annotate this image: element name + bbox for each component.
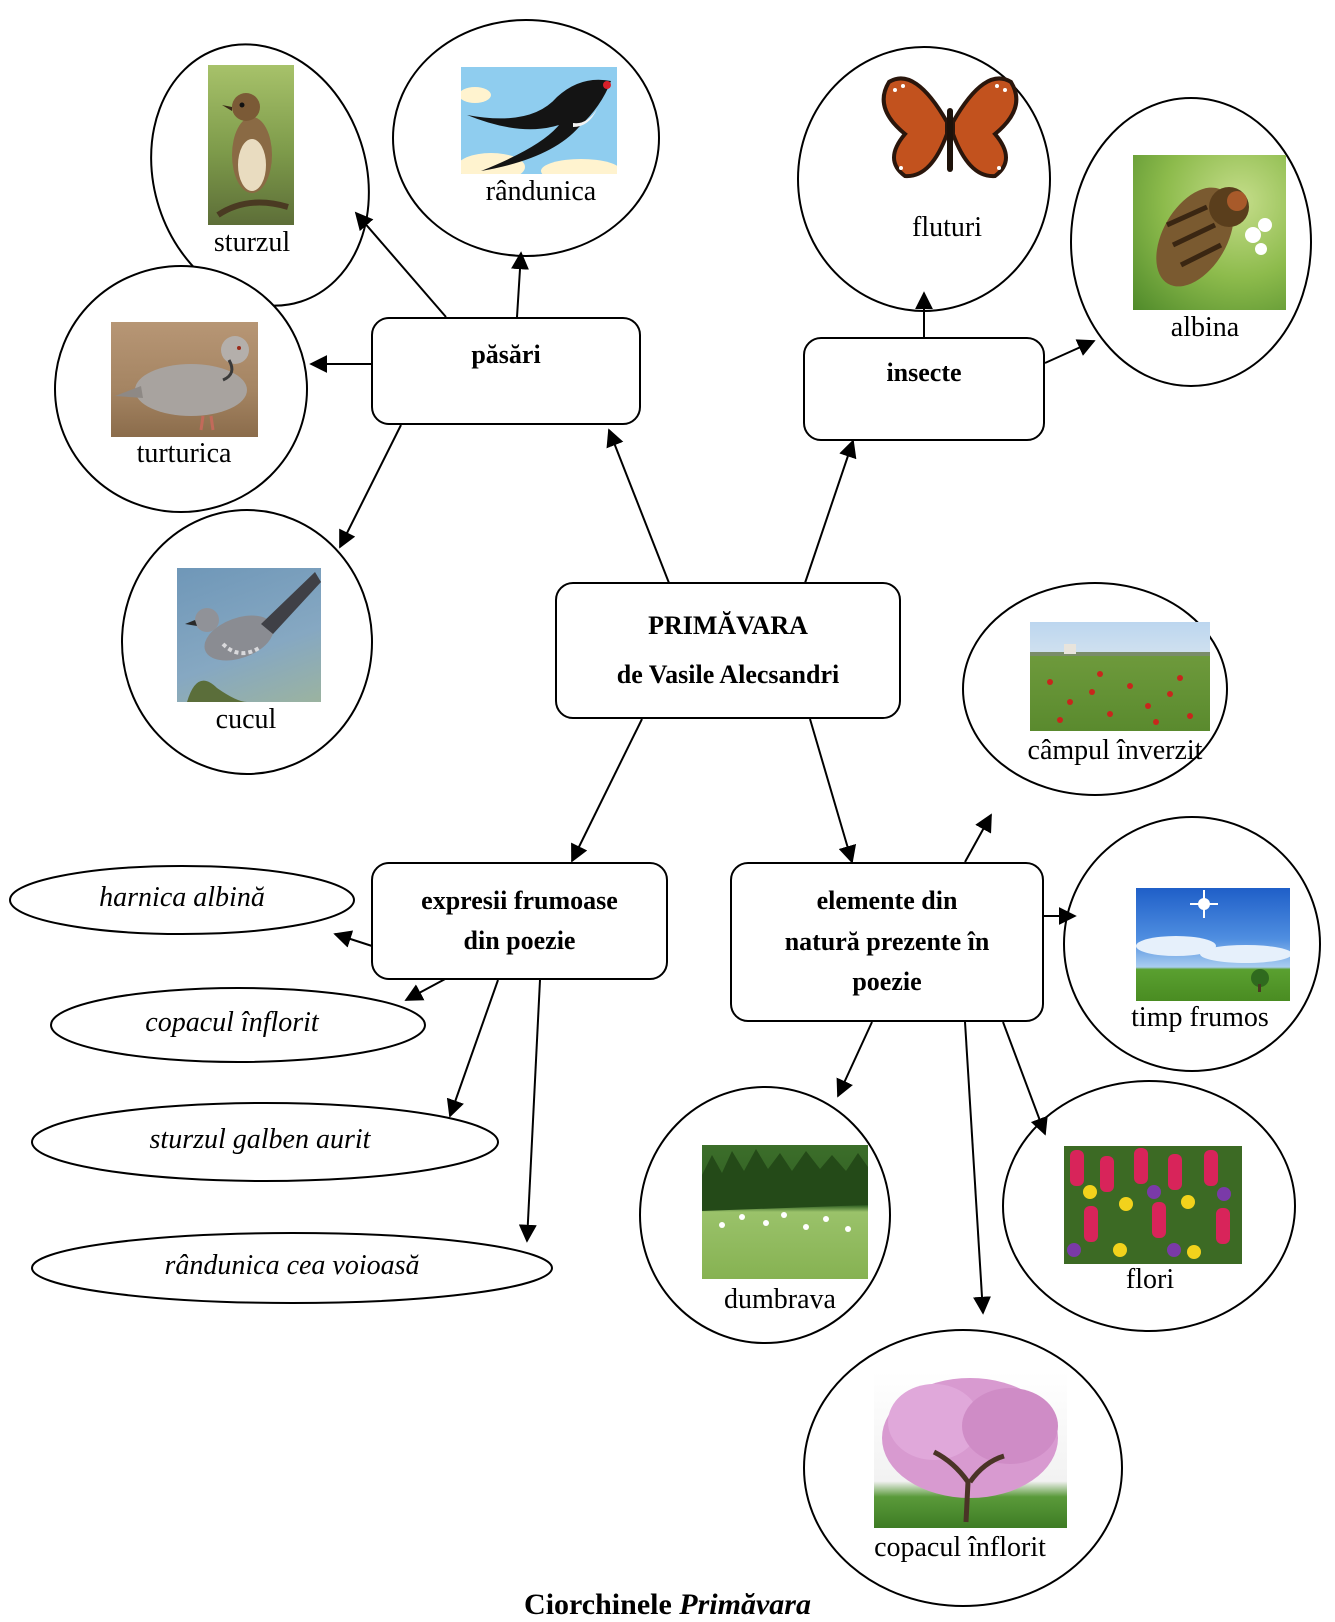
flowers-photo xyxy=(1064,1146,1242,1264)
arrow-birds-sturzul xyxy=(354,211,447,318)
nature-label-2: natură prezente în xyxy=(784,926,990,956)
blossom-tree-photo xyxy=(874,1372,1067,1528)
figure-caption: Ciorchinele Primăvara xyxy=(0,1588,1335,1622)
insects-label: insecte xyxy=(886,358,962,387)
arrow-center-expressions xyxy=(571,718,643,863)
albina-label: albina xyxy=(1170,312,1240,343)
randunica-label: rândunica xyxy=(485,176,597,207)
arrow-center-insects xyxy=(804,439,857,584)
thrush-photo xyxy=(208,65,294,225)
arrow-center-nature xyxy=(809,718,857,864)
arrow-expr-2 xyxy=(404,977,448,1001)
center-subtitle: de Vasile Alecsandri xyxy=(616,659,840,689)
butterfly-illustration xyxy=(875,72,1025,184)
birds-label: păsări xyxy=(471,340,541,369)
expression-2: copacul înflorit xyxy=(145,1007,319,1038)
expressions-box: expresii frumoase din poezie xyxy=(371,862,668,980)
cuckoo-photo xyxy=(177,568,321,702)
dumbrava-label: dumbrava xyxy=(724,1284,836,1315)
field-photo xyxy=(1030,622,1210,731)
timp-label: timp frumos xyxy=(1131,1002,1269,1033)
arrow-nature-dumbrava xyxy=(836,1021,873,1098)
expr-2-node xyxy=(50,987,426,1063)
arrow-expr-3 xyxy=(446,979,499,1118)
arrow-insects-albina xyxy=(1044,339,1096,364)
swallow-illustration xyxy=(461,67,617,174)
birds-box: păsări xyxy=(371,317,641,425)
expression-3: sturzul galben aurit xyxy=(149,1124,371,1155)
expression-1: harnica albină xyxy=(99,882,265,913)
arrow-expr-4 xyxy=(518,979,541,1243)
cucul-label: cucul xyxy=(215,704,277,735)
bee-photo xyxy=(1133,155,1286,310)
arrow-expr-1 xyxy=(333,930,373,948)
caption-title: Primăvara xyxy=(679,1588,811,1621)
expressions-label-2: din poezie xyxy=(463,926,576,955)
expression-4: rândunica cea voioasă xyxy=(164,1250,420,1281)
sturzul-label: sturzul xyxy=(213,227,291,258)
center-title: PRIMĂVARA xyxy=(648,611,808,641)
turturica-label: turturica xyxy=(136,438,232,469)
insects-box: insecte xyxy=(803,337,1045,441)
nature-box: elemente din natură prezente în poezie xyxy=(730,862,1044,1022)
forest-meadow-photo xyxy=(702,1145,868,1279)
arrow-nature-campul xyxy=(964,813,992,863)
arrow-nature-copacul xyxy=(964,1021,991,1315)
arrow-nature-flori xyxy=(1002,1021,1048,1136)
nature-label-3: poezie xyxy=(852,967,922,997)
nature-label-1: elemente din xyxy=(816,886,958,916)
arrow-birds-cucul xyxy=(339,424,402,549)
campul-label: câmpul înverzit xyxy=(1027,735,1203,766)
expressions-label-1: expresii frumoase xyxy=(421,885,618,915)
fluturi-label: fluturi xyxy=(912,212,982,243)
expr-4-node xyxy=(31,1232,553,1304)
copacul-label: copacul înflorit xyxy=(874,1532,1046,1563)
caption-prefix: Ciorchinele xyxy=(524,1588,680,1621)
center-box: PRIMĂVARA de Vasile Alecsandri xyxy=(555,582,901,719)
sky-photo xyxy=(1136,888,1290,1001)
arrow-birds-randunica xyxy=(511,251,529,318)
expr-3-node xyxy=(31,1102,499,1182)
dove-photo xyxy=(111,322,258,437)
flori-label: flori xyxy=(1125,1264,1175,1295)
arrow-center-birds xyxy=(606,428,670,584)
expr-1-node xyxy=(9,865,355,935)
